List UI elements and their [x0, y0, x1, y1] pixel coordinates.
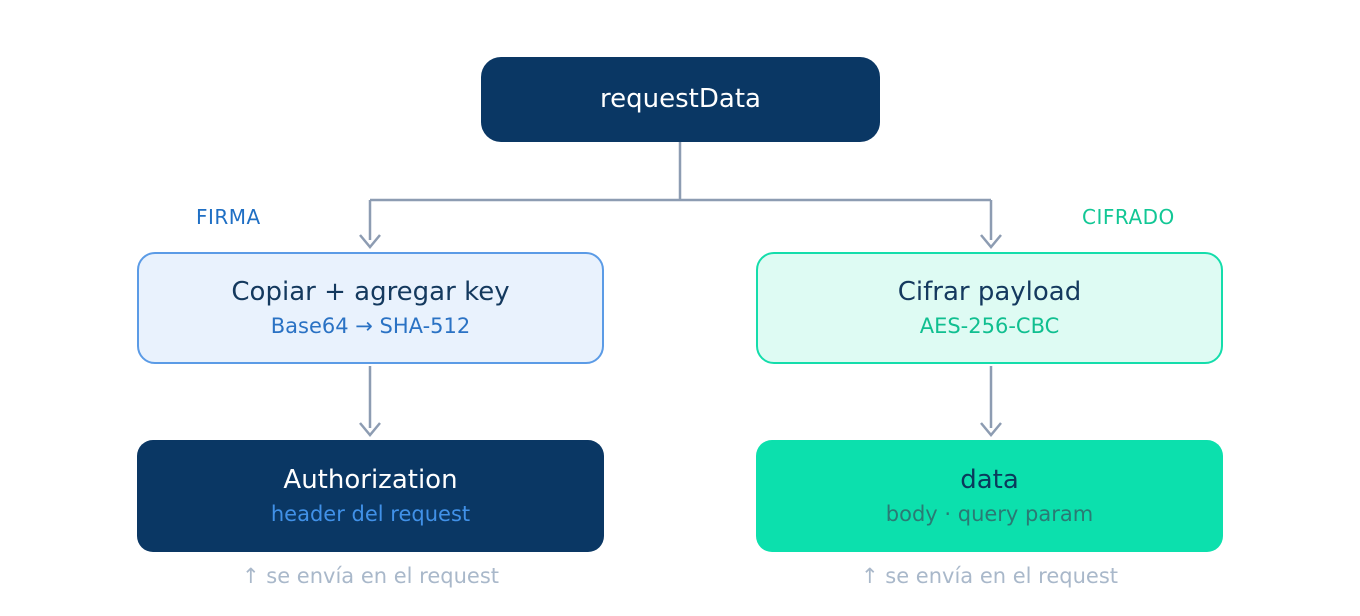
arrow-down-icon — [359, 422, 381, 437]
result-title: data — [960, 465, 1019, 496]
step-node-cifrado: Cifrar payload AES-256-CBC — [756, 252, 1223, 364]
result-node-data: data body · query param — [756, 440, 1223, 552]
result-node-authorization: Authorization header del request — [137, 440, 604, 552]
arrow-down-icon — [980, 422, 1002, 437]
arrow-down-icon — [980, 234, 1002, 249]
result-title: Authorization — [283, 465, 458, 496]
branch-label-cifrado: CIFRADO — [1082, 205, 1175, 229]
send-caption-cifrado: ↑ se envía en el request — [860, 564, 1118, 588]
root-node-title: requestData — [600, 84, 761, 115]
step-title: Copiar + agregar key — [231, 277, 510, 308]
result-subtitle: header del request — [270, 501, 471, 526]
result-subtitle: body · query param — [885, 501, 1094, 526]
step-node-firma: Copiar + agregar key Base64 → SHA-512 — [137, 252, 604, 364]
step-subtitle: Base64 → SHA-512 — [270, 313, 471, 338]
step-title: Cifrar payload — [897, 277, 1082, 308]
step-subtitle: AES-256-CBC — [919, 313, 1060, 338]
arrow-down-icon — [359, 234, 381, 249]
send-caption-firma: ↑ se envía en el request — [241, 564, 499, 588]
branch-label-firma: FIRMA — [196, 205, 261, 229]
root-node-requestdata: requestData — [481, 57, 880, 142]
